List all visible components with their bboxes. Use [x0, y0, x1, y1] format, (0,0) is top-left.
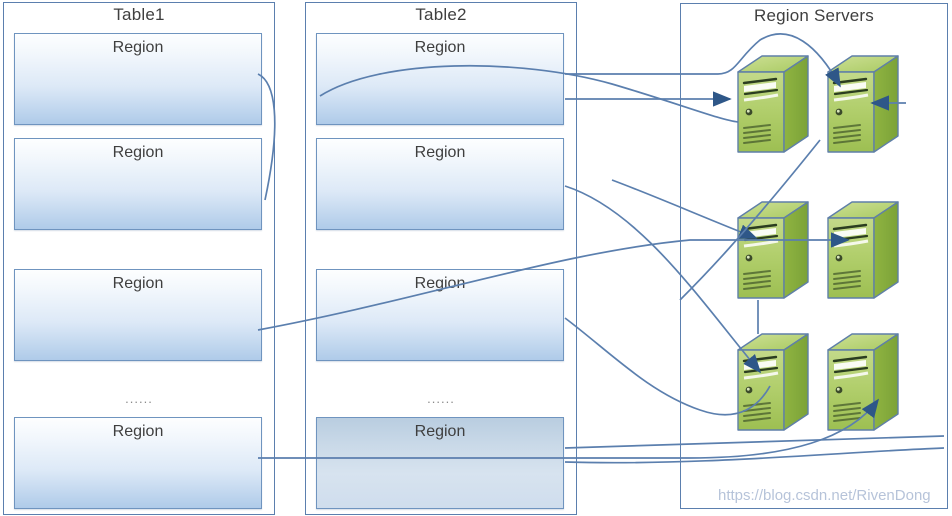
watermark: https://blog.csdn.net/RivenDong: [718, 487, 931, 504]
table1-region-3[interactable]: Region: [14, 269, 262, 361]
region-label: Region: [112, 39, 164, 56]
table1-region-1[interactable]: Region: [14, 33, 262, 125]
region-label: Region: [112, 275, 164, 292]
region-label: Region: [414, 275, 466, 292]
table1-title: Table1: [113, 5, 165, 24]
region-label: Region: [414, 144, 466, 161]
table2-ellipsis: ......: [427, 391, 455, 406]
table1-ellipsis: ......: [125, 391, 153, 406]
region-servers-title: Region Servers: [754, 6, 874, 25]
table1-region-2[interactable]: Region: [14, 138, 262, 230]
region-servers-panel: Region Servers: [680, 3, 948, 509]
table2-region-4[interactable]: Region: [316, 417, 564, 509]
table1-region-4[interactable]: Region: [14, 417, 262, 509]
table2-region-2[interactable]: Region: [316, 138, 564, 230]
region-label: Region: [414, 39, 466, 56]
region-label: Region: [112, 423, 164, 440]
region-label: Region: [112, 144, 164, 161]
table2-region-3[interactable]: Region: [316, 269, 564, 361]
table1-panel: Table1 Region Region Region ...... Regio…: [3, 2, 275, 515]
table2-title: Table2: [415, 5, 467, 24]
region-label: Region: [414, 423, 466, 440]
table2-region-1[interactable]: Region: [316, 33, 564, 125]
table2-panel: Table2 Region Region Region ...... Regio…: [305, 2, 577, 515]
